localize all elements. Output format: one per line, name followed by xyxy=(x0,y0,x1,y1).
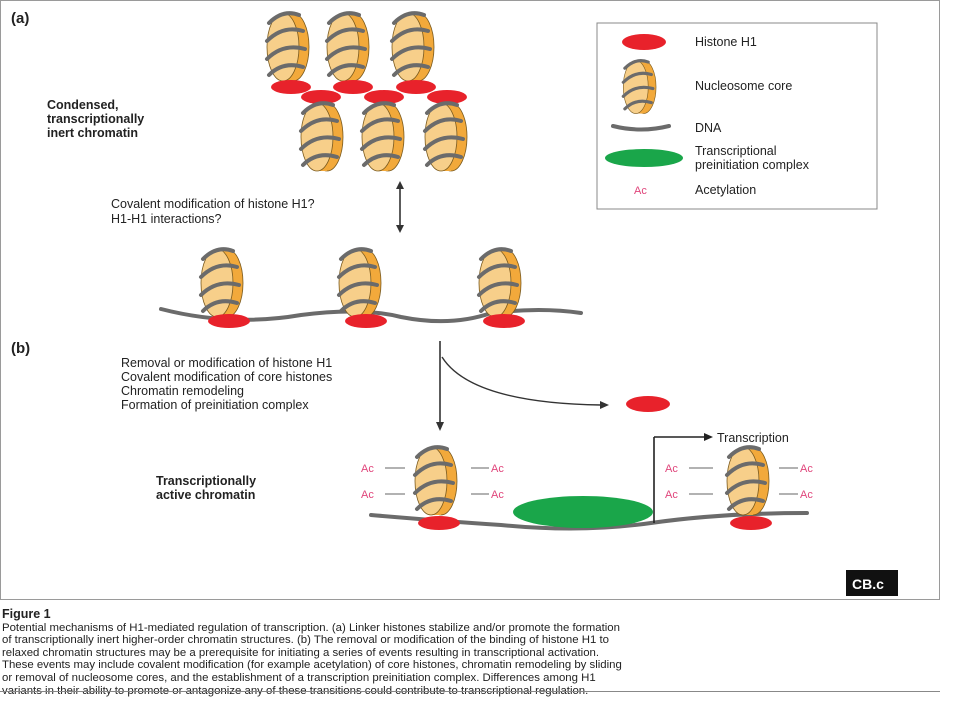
histone-h1 xyxy=(301,90,341,104)
nucleosome-core xyxy=(325,11,371,83)
nucleosome-core xyxy=(360,101,406,173)
panel-b-label: (b) xyxy=(11,340,30,357)
figure-panel: (a) (b) Condensed, transcriptionally ine… xyxy=(0,0,940,600)
legend-dna-label: DNA xyxy=(695,121,722,135)
nucleosome-core xyxy=(413,445,459,517)
nucleosome-core xyxy=(199,247,245,319)
legend: Histone H1 Nucleosome core DNA Transcrip… xyxy=(596,22,878,210)
double-arrow xyxy=(396,181,404,233)
acetylation-mark: Ac xyxy=(361,489,374,501)
histone-h1 xyxy=(483,314,525,328)
condensed-label: Condensed, transcriptionally inert chrom… xyxy=(47,98,148,140)
acetylation-mark: Ac xyxy=(491,463,504,475)
figure-caption: Figure 1 Potential mechanisms of H1-medi… xyxy=(2,608,932,697)
acetylation-mark: Ac xyxy=(665,489,678,501)
nucleosome-core xyxy=(477,247,523,319)
nucleosome-core xyxy=(423,101,469,173)
released-histone-h1 xyxy=(626,396,670,412)
legend-complex-swatch xyxy=(605,149,683,167)
legend-dna-swatch xyxy=(611,124,671,132)
release-arrow xyxy=(441,356,609,409)
legend-histone-h1-swatch xyxy=(622,34,666,50)
nucleosome-core xyxy=(299,101,345,173)
nucleosome-core xyxy=(725,445,771,517)
histone-h1 xyxy=(271,80,311,94)
legend-nucleosome-label: Nucleosome core xyxy=(695,79,792,93)
histone-h1 xyxy=(364,90,404,104)
legend-acetylation-label: Acetylation xyxy=(695,183,756,197)
activation-steps: Removal or modification of histone H1 Co… xyxy=(121,356,336,412)
preinitiation-complex xyxy=(513,496,653,528)
legend-complex-label: Transcriptional preinitiation complex xyxy=(695,144,810,172)
legend-acetylation-symbol: Ac xyxy=(634,185,647,197)
histone-h1 xyxy=(396,80,436,94)
acetylation-mark: Ac xyxy=(665,463,678,475)
journal-logo: CB.c xyxy=(846,570,898,596)
diagram-canvas: (a) (b) Condensed, transcriptionally ine… xyxy=(11,10,898,596)
acetylation-mark: Ac xyxy=(491,489,504,501)
nucleosome-core xyxy=(337,247,383,319)
relaxed-chromatin xyxy=(159,247,583,328)
journal-logo-text: CB.c xyxy=(852,576,884,592)
legend-histone-h1-label: Histone H1 xyxy=(695,35,757,49)
acetylation-mark: Ac xyxy=(361,463,374,475)
acetylation-mark: Ac xyxy=(800,463,813,475)
acetylation-marks-left: Ac Ac Ac Ac xyxy=(361,463,504,501)
nucleosome-core xyxy=(265,11,311,83)
caption-text: Potential mechanisms of H1-mediated regu… xyxy=(2,621,622,697)
transcription-label: Transcription xyxy=(717,431,789,445)
histone-h1 xyxy=(345,314,387,328)
active-label: Transcriptionally active chromatin xyxy=(156,474,260,502)
panel-a-label: (a) xyxy=(11,10,29,27)
activation-arrow xyxy=(436,341,444,431)
legend-nucleosome-swatch xyxy=(621,58,658,116)
caption-title: Figure 1 xyxy=(2,607,51,621)
histone-h1 xyxy=(333,80,373,94)
arrow-a-label: Covalent modification of histone H1? H1-… xyxy=(111,197,318,226)
histone-h1 xyxy=(418,516,460,530)
transcription-start-arrow xyxy=(653,433,713,523)
acetylation-mark: Ac xyxy=(800,489,813,501)
nucleosome-core xyxy=(390,11,436,83)
acetylation-marks-right: Ac Ac Ac Ac xyxy=(665,463,813,501)
histone-h1 xyxy=(427,90,467,104)
histone-h1 xyxy=(730,516,772,530)
bottom-rule xyxy=(0,691,940,692)
condensed-chromatin xyxy=(265,11,469,173)
active-chromatin: Transcription Ac Ac Ac Ac Ac Ac Ac Ac xyxy=(361,431,813,531)
histone-h1 xyxy=(208,314,250,328)
